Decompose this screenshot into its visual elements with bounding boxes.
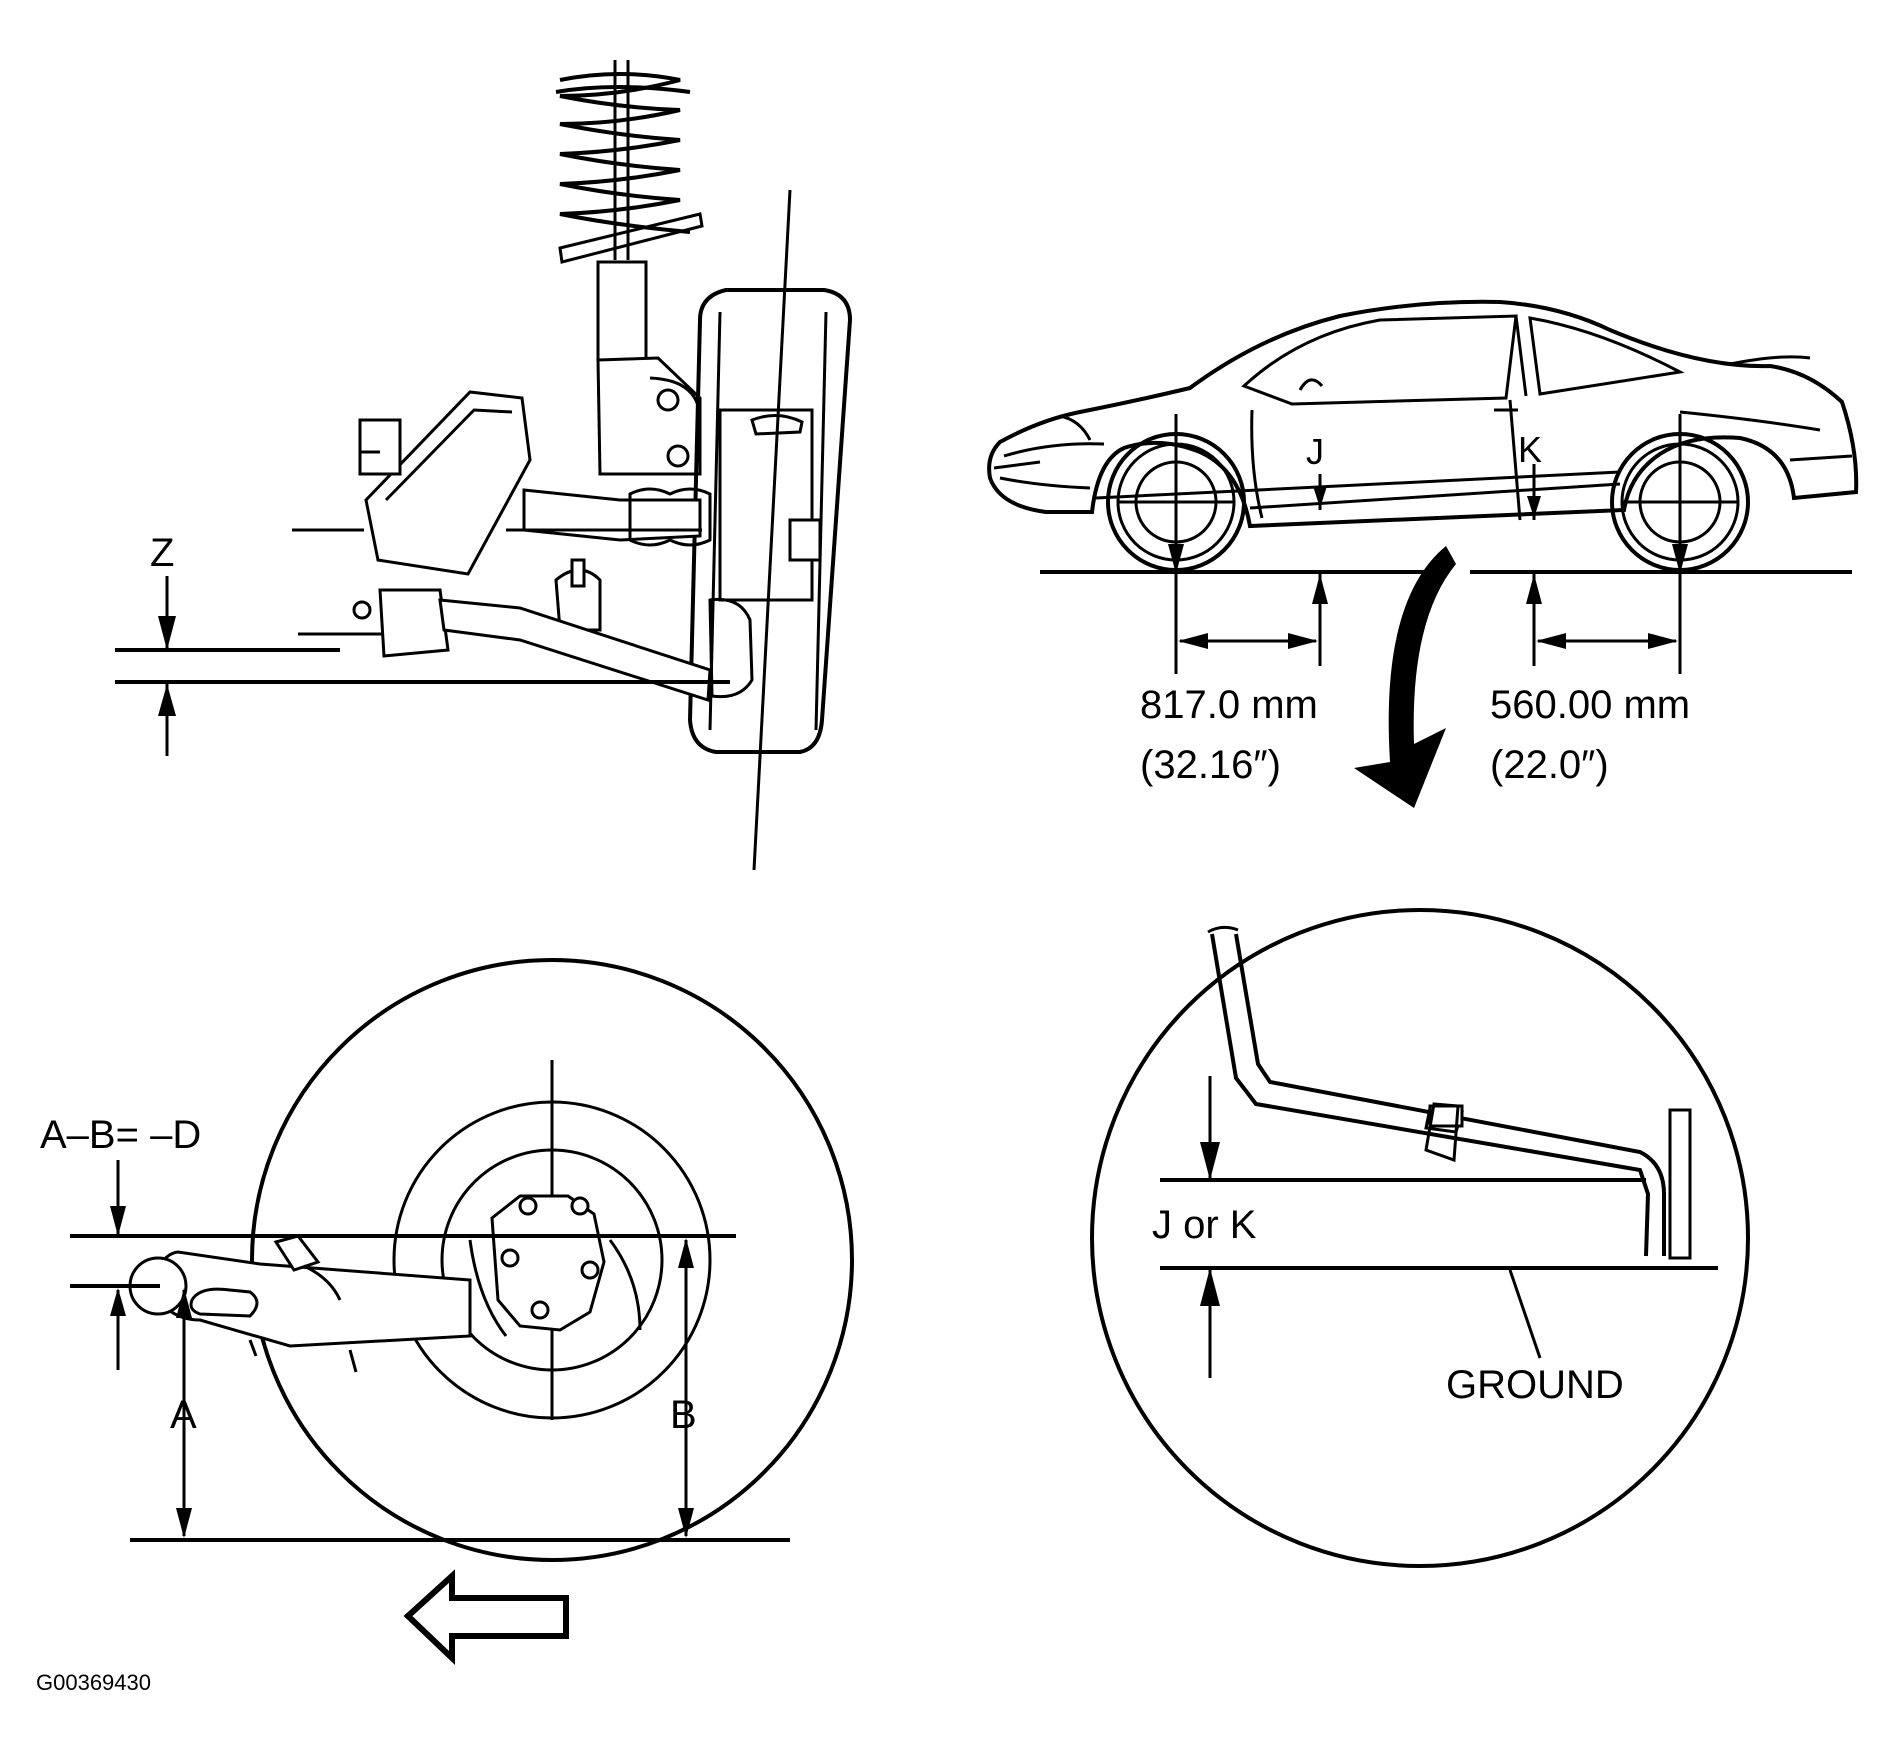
k-label: K <box>1518 429 1542 470</box>
strut-body <box>596 260 702 476</box>
j-or-k-detail: J or K GROUND <box>1090 908 1750 1568</box>
a-label: A <box>170 1393 197 1437</box>
z-label: Z <box>150 531 174 575</box>
subframe <box>292 390 754 703</box>
coil-spring <box>555 60 704 264</box>
front-suspension-view: Z <box>115 60 853 871</box>
rear-dimension: 560.00 mm (22.0″) <box>1490 633 1690 787</box>
front-dimension: 817.0 mm (32.16″) <box>1140 633 1318 787</box>
formula-label: A–B= –D <box>40 1113 201 1157</box>
figure-id: G00369430 <box>36 1670 151 1695</box>
car-side-view: J K 817.0 mm (32.16″) 560.00 mm (22.0″) <box>987 299 1859 808</box>
rear-dimension-in: (22.0″) <box>1490 743 1609 787</box>
left-arrow-icon <box>403 1569 569 1666</box>
rear-dimension-mm: 560.00 mm <box>1490 683 1690 727</box>
camber-reference-line <box>752 189 792 871</box>
front-dimension-mm: 817.0 mm <box>1140 683 1318 727</box>
z-dimension: Z <box>115 531 730 756</box>
ground-label: GROUND <box>1446 1363 1624 1407</box>
car-body <box>987 299 1859 529</box>
j-label: J <box>1306 431 1324 472</box>
curved-down-arrow-icon <box>1354 546 1456 808</box>
front-dimension-in: (32.16″) <box>1140 743 1281 787</box>
rear-axle-view: A–B= –D A B <box>40 958 854 1666</box>
j-or-k-label: J or K <box>1152 1203 1257 1247</box>
front-wheel <box>687 288 853 754</box>
b-label: B <box>670 1393 697 1437</box>
